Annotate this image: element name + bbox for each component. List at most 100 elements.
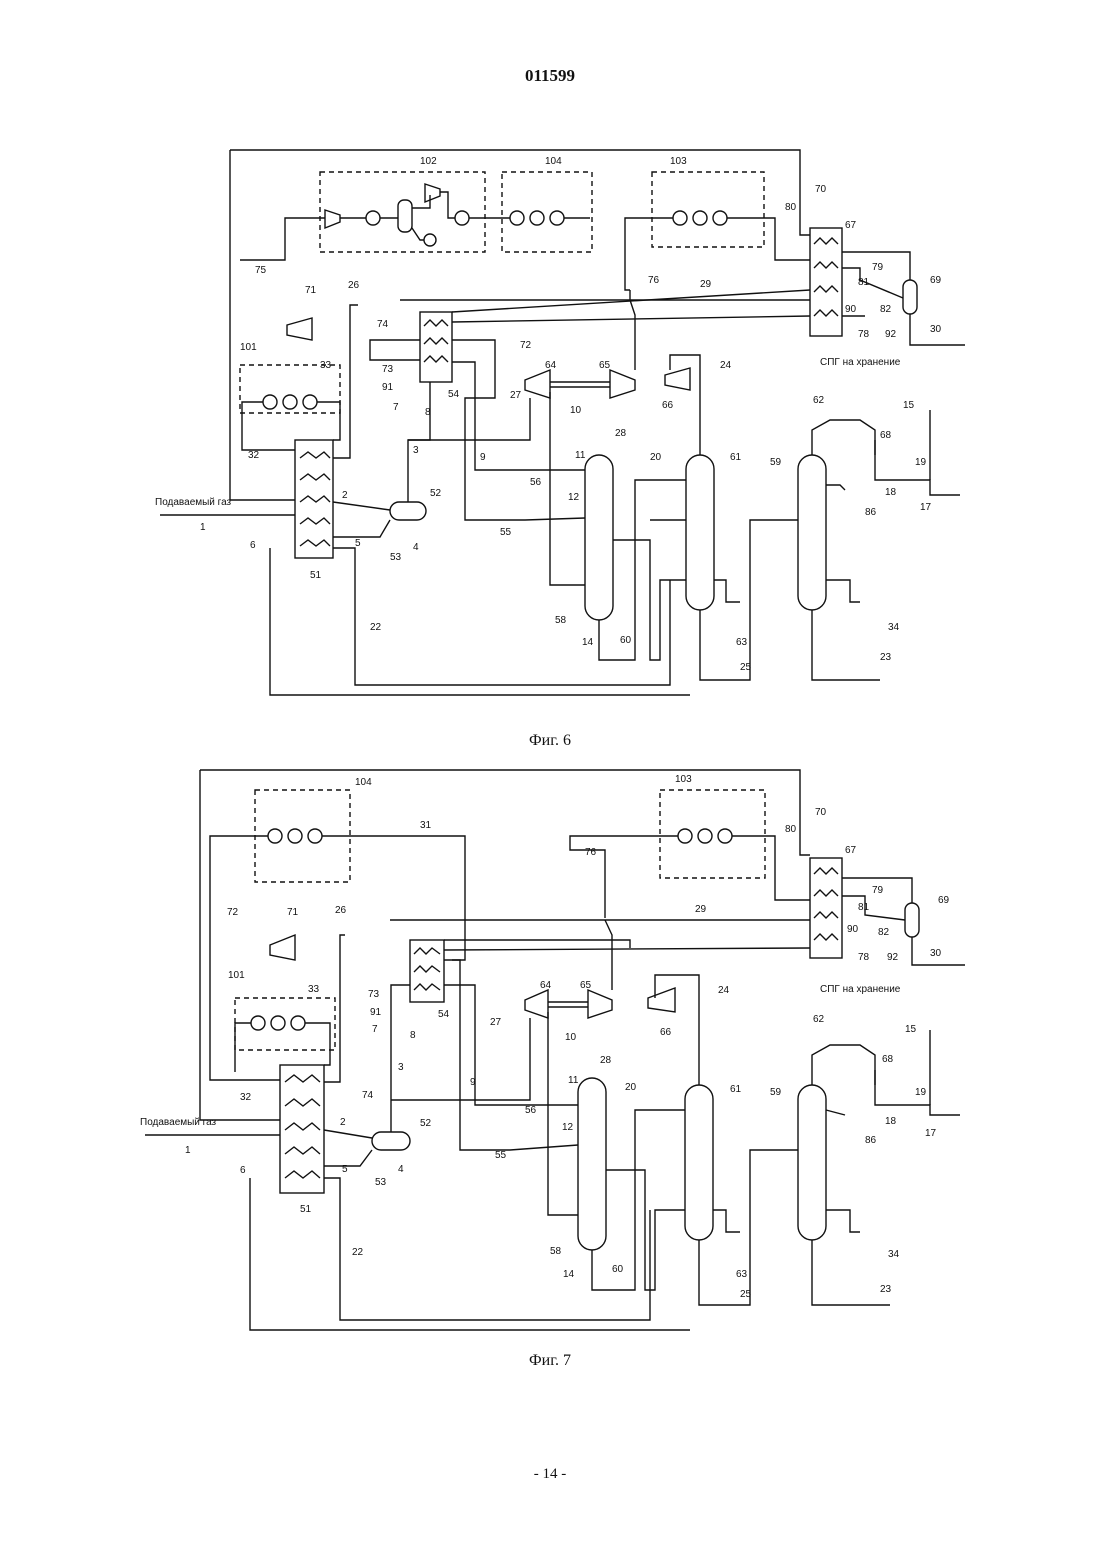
label-66: 66 <box>662 400 674 411</box>
figure-7: Подаваемый газ СПГ на хранение 1 2 3 4 5… <box>130 760 990 1340</box>
label-22: 22 <box>352 1247 364 1258</box>
label-74: 74 <box>377 319 389 330</box>
compressor-65 <box>588 990 612 1018</box>
label-15: 15 <box>905 1024 917 1035</box>
compressor-71 <box>270 935 295 960</box>
label-60: 60 <box>620 635 632 646</box>
label-67: 67 <box>845 845 857 856</box>
label-24: 24 <box>718 985 730 996</box>
label-27: 27 <box>490 1017 502 1028</box>
label-54: 54 <box>438 1009 450 1020</box>
label-62: 62 <box>813 395 825 406</box>
label-91: 91 <box>382 382 394 393</box>
refrigeration-package-102 <box>320 172 485 252</box>
figure-7-caption: Фиг. 7 <box>0 1352 1100 1370</box>
separator-69 <box>905 903 919 937</box>
deethanizer-column-61 <box>686 455 714 610</box>
label-30: 30 <box>930 948 942 959</box>
label-10: 10 <box>565 1032 577 1043</box>
label-62: 62 <box>813 1014 825 1025</box>
label-3: 3 <box>413 445 419 456</box>
label-72: 72 <box>227 907 239 918</box>
label-33: 33 <box>320 360 332 371</box>
label-90: 90 <box>847 924 859 935</box>
expander-64 <box>525 990 548 1018</box>
label-5: 5 <box>342 1164 348 1175</box>
label-34: 34 <box>888 1249 900 1260</box>
label-17: 17 <box>925 1128 937 1139</box>
label-82: 82 <box>880 304 892 315</box>
label-23: 23 <box>880 1284 892 1295</box>
page-number: - 14 - <box>0 1466 1100 1483</box>
label-101: 101 <box>240 342 257 353</box>
label-59: 59 <box>770 457 782 468</box>
label-101: 101 <box>228 970 245 981</box>
label-92: 92 <box>887 952 899 963</box>
label-6: 6 <box>240 1165 246 1176</box>
deethanizer-column-61 <box>685 1085 713 1240</box>
label-58: 58 <box>550 1246 562 1257</box>
label-64: 64 <box>540 980 552 991</box>
label-22: 22 <box>370 622 382 633</box>
demethanizer-column-58 <box>585 455 613 620</box>
cooler-package-101 <box>240 365 340 413</box>
label-53: 53 <box>375 1177 387 1188</box>
cooler-package-103 <box>660 790 765 878</box>
label-29: 29 <box>700 279 712 290</box>
label-69: 69 <box>930 275 942 286</box>
label-18: 18 <box>885 1116 897 1127</box>
feed-gas-label: Подаваемый газ <box>155 497 232 508</box>
label-82: 82 <box>878 927 890 938</box>
label-92: 92 <box>885 329 897 340</box>
label-70: 70 <box>815 184 827 195</box>
label-7: 7 <box>393 402 399 413</box>
process-flow-diagram-fig7: Подаваемый газ СПГ на хранение 1 2 3 4 5… <box>130 760 990 1340</box>
label-56: 56 <box>525 1105 537 1116</box>
label-14: 14 <box>582 637 594 648</box>
label-26: 26 <box>335 905 347 916</box>
label-8: 8 <box>425 407 431 418</box>
label-53: 53 <box>390 552 402 563</box>
demethanizer-column-58 <box>578 1078 606 1250</box>
label-65: 65 <box>599 360 611 371</box>
label-24: 24 <box>720 360 732 371</box>
label-81: 81 <box>858 902 870 913</box>
label-12: 12 <box>562 1122 574 1133</box>
label-34: 34 <box>888 622 900 633</box>
label-20: 20 <box>650 452 662 463</box>
label-73: 73 <box>368 989 380 1000</box>
lng-storage-label: СПГ на хранение <box>820 357 901 368</box>
label-75: 75 <box>255 265 267 276</box>
label-17: 17 <box>920 502 932 513</box>
label-79: 79 <box>872 885 884 896</box>
label-2: 2 <box>342 490 348 501</box>
label-26: 26 <box>348 280 360 291</box>
label-51: 51 <box>310 570 322 581</box>
label-78: 78 <box>858 329 870 340</box>
label-11: 11 <box>575 450 586 461</box>
label-91: 91 <box>370 1007 382 1018</box>
label-4: 4 <box>398 1164 404 1175</box>
label-19: 19 <box>915 457 927 468</box>
compressor-66 <box>665 368 690 390</box>
label-67: 67 <box>845 220 857 231</box>
label-20: 20 <box>625 1082 637 1093</box>
separator-52 <box>372 1132 410 1150</box>
compressor-66 <box>648 988 675 1012</box>
label-9: 9 <box>480 452 486 463</box>
label-25: 25 <box>740 662 752 673</box>
expander-64 <box>525 370 550 398</box>
label-79: 79 <box>872 262 884 273</box>
label-70: 70 <box>815 807 827 818</box>
label-30: 30 <box>930 324 942 335</box>
label-33: 33 <box>308 984 320 995</box>
label-71: 71 <box>287 907 299 918</box>
label-65: 65 <box>580 980 592 991</box>
label-2: 2 <box>340 1117 346 1128</box>
label-8: 8 <box>410 1030 416 1041</box>
compressor-71 <box>287 318 312 340</box>
label-5: 5 <box>355 538 361 549</box>
label-55: 55 <box>500 527 512 538</box>
label-27: 27 <box>510 390 522 401</box>
label-52: 52 <box>420 1118 432 1129</box>
